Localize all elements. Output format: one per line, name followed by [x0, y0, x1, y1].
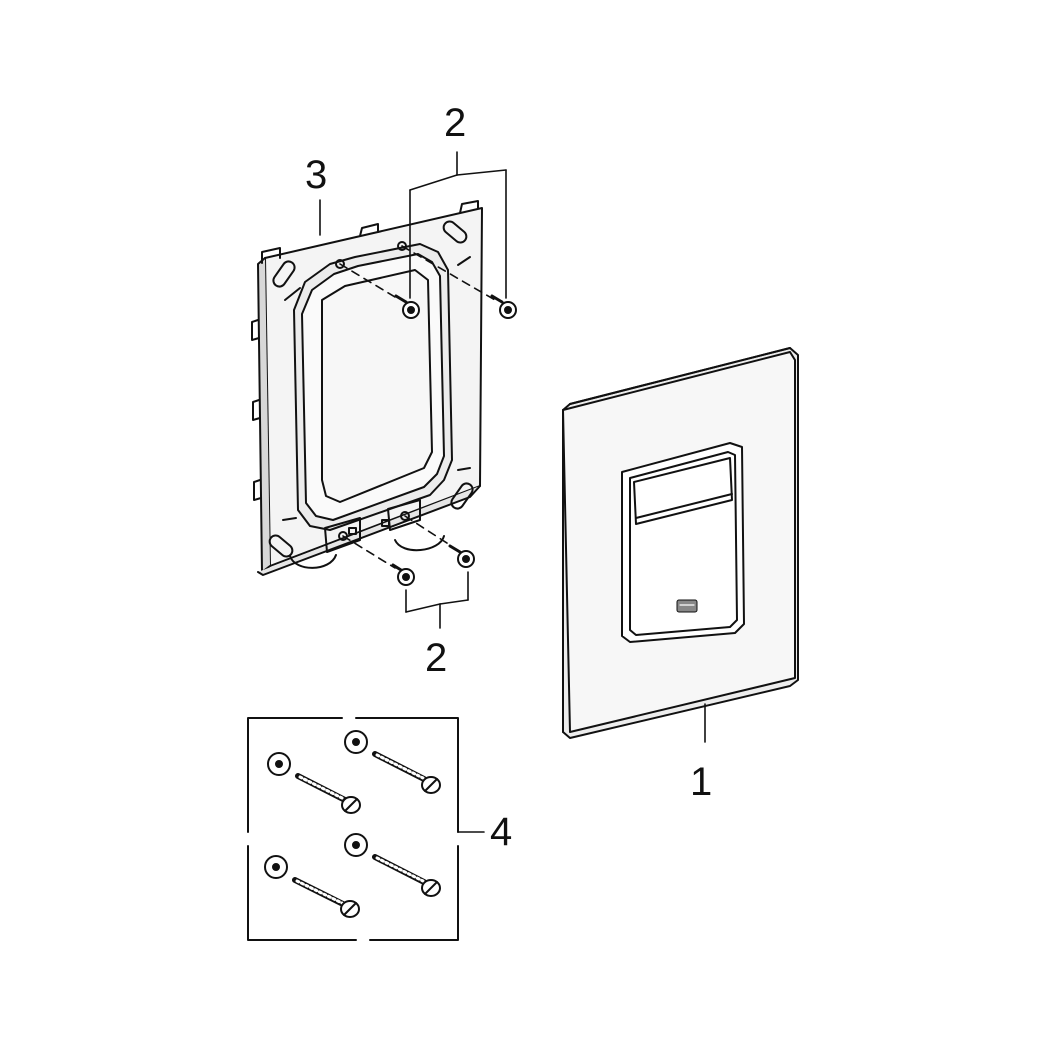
leader-2-top [409, 151, 507, 299]
callout-screws-bottom: 2 [425, 636, 448, 680]
fixing-pair-3 [264, 855, 360, 918]
fixing-pair-2 [344, 730, 441, 794]
callout-frame: 3 [305, 153, 328, 197]
machine-screw-bottom-right [448, 544, 475, 568]
fixing-pair-4 [344, 833, 441, 897]
flush-plate [562, 347, 799, 739]
callout-screws-top: 2 [444, 101, 467, 145]
callout-flush-plate: 1 [690, 760, 713, 804]
leader-2-bottom [405, 571, 469, 629]
machine-screw-top-right [490, 294, 517, 319]
machine-screw-top-left [394, 294, 420, 319]
mounting-frame [251, 200, 483, 576]
logo-badge [676, 599, 698, 613]
machine-screw-bottom-left [391, 563, 415, 586]
assembly-axis-lines [339, 245, 496, 569]
fixing-pair-1 [267, 752, 361, 814]
callout-fixing-set: 4 [490, 810, 513, 854]
fixing-set-box [247, 717, 485, 941]
